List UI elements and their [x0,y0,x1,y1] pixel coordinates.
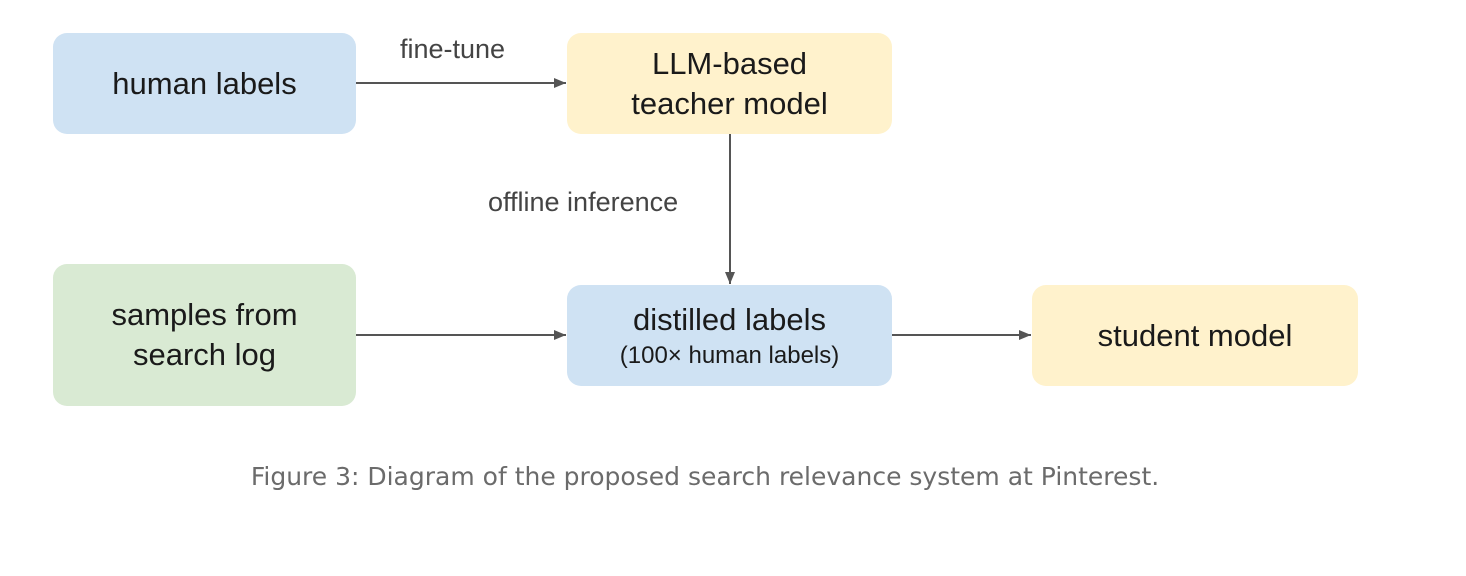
node-distilled-labels-text: distilled labels [633,301,826,337]
node-search-log-line2: search log [132,337,277,372]
node-student-model: student model [1032,285,1358,386]
node-search-log-samples: samples from search log [53,264,356,406]
node-teacher-model-line1: LLM-based [651,45,808,81]
node-student-model-text: student model [1097,317,1293,353]
edge-label-fine-tune: fine-tune [400,34,506,64]
edge-label-offline-inference: offline inference [488,187,679,217]
node-human-labels: human labels [53,33,356,134]
node-search-log-line1: samples from [111,297,298,332]
node-teacher-model: LLM-based teacher model [567,33,892,134]
node-teacher-model-line2: teacher model [631,85,828,121]
node-human-labels-text: human labels [112,65,297,101]
node-distilled-labels-sublabel: (100× human labels) [619,341,840,369]
node-distilled-labels: distilled labels (100× human labels) [567,285,892,386]
figure-caption: Figure 3: Diagram of the proposed search… [250,462,1160,491]
